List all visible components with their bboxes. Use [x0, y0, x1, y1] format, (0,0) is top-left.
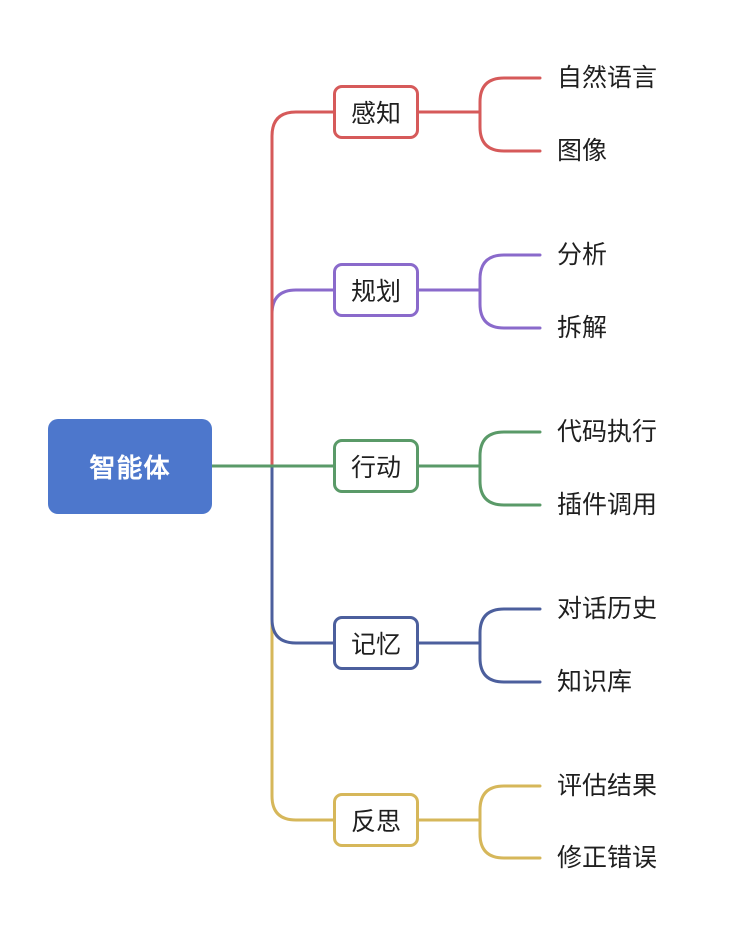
leaf-connector-1-b — [478, 288, 542, 330]
trunk-connector-4 — [210, 464, 335, 822]
trunk-connector-0 — [210, 110, 335, 468]
leaf-dialogue-history[interactable]: 对话历史 — [557, 594, 658, 623]
leaf-connector-0-a — [417, 76, 542, 114]
branch-node-planning[interactable]: 规划 — [333, 263, 419, 317]
leaf-connector-3-a — [417, 607, 542, 645]
leaf-connector-2-a — [417, 430, 542, 468]
leaf-correct-errors[interactable]: 修正错误 — [557, 843, 658, 872]
branch-node-action[interactable]: 行动 — [333, 439, 419, 493]
trunk-connector-3 — [210, 464, 335, 645]
leaf-natural-language[interactable]: 自然语言 — [557, 63, 658, 92]
root-node[interactable]: 智能体 — [48, 419, 212, 514]
leaf-connector-4-b — [478, 818, 542, 860]
leaf-knowledge-base[interactable]: 知识库 — [557, 667, 633, 696]
leaf-connector-2-b — [478, 464, 542, 507]
leaf-image[interactable]: 图像 — [557, 136, 608, 165]
leaf-analysis[interactable]: 分析 — [557, 240, 608, 269]
leaf-evaluate-results[interactable]: 评估结果 — [557, 771, 658, 800]
branch-node-reflection[interactable]: 反思 — [333, 793, 419, 847]
leaf-connector-0-b — [478, 110, 542, 153]
leaf-code-execution[interactable]: 代码执行 — [557, 417, 658, 446]
leaf-plugin-call[interactable]: 插件调用 — [557, 490, 658, 519]
leaf-connector-4-a — [417, 784, 542, 822]
leaf-connector-1-a — [417, 253, 542, 292]
leaf-decomposition[interactable]: 拆解 — [557, 313, 608, 342]
branch-node-perception[interactable]: 感知 — [333, 85, 419, 139]
leaf-connector-3-b — [478, 641, 542, 684]
branch-node-memory[interactable]: 记忆 — [333, 616, 419, 670]
